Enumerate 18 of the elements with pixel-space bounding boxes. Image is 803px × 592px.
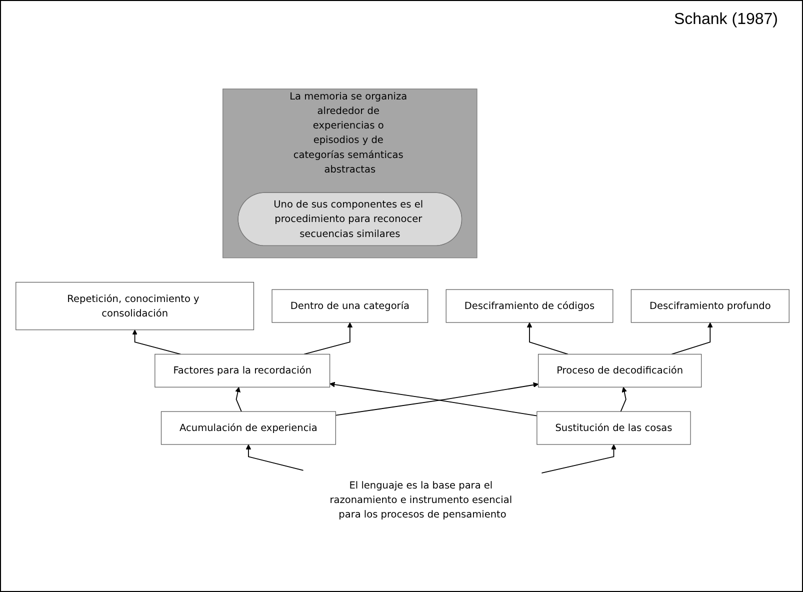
- node-box: Desciframiento de códigos: [446, 289, 614, 323]
- node-box: Desciframiento profundo: [630, 289, 790, 323]
- arrow: [540, 444, 616, 474]
- arrow: [246, 444, 304, 471]
- node-box: Factores para la recordación: [154, 354, 330, 388]
- source-note: Schank (1987): [674, 11, 778, 29]
- arrow: [235, 386, 242, 412]
- node-text: El lenguaje es la base para el razonamiento e instrumento esencial para los procesos de pensamiento: [330, 479, 512, 520]
- arrow: [132, 330, 182, 355]
- arrow: [671, 322, 713, 355]
- arrow: [620, 386, 627, 412]
- arrow: [304, 322, 353, 355]
- node-box: Proceso de decodificación: [538, 354, 702, 388]
- node-box: Sustitución de las cosas: [536, 411, 691, 445]
- arrow: [526, 322, 568, 355]
- node-box: Dentro de una categoría: [272, 289, 428, 323]
- node-box: Acumulación de experiencia: [160, 411, 336, 445]
- node-box: Repetición, conocimiento y consolidación: [16, 282, 254, 330]
